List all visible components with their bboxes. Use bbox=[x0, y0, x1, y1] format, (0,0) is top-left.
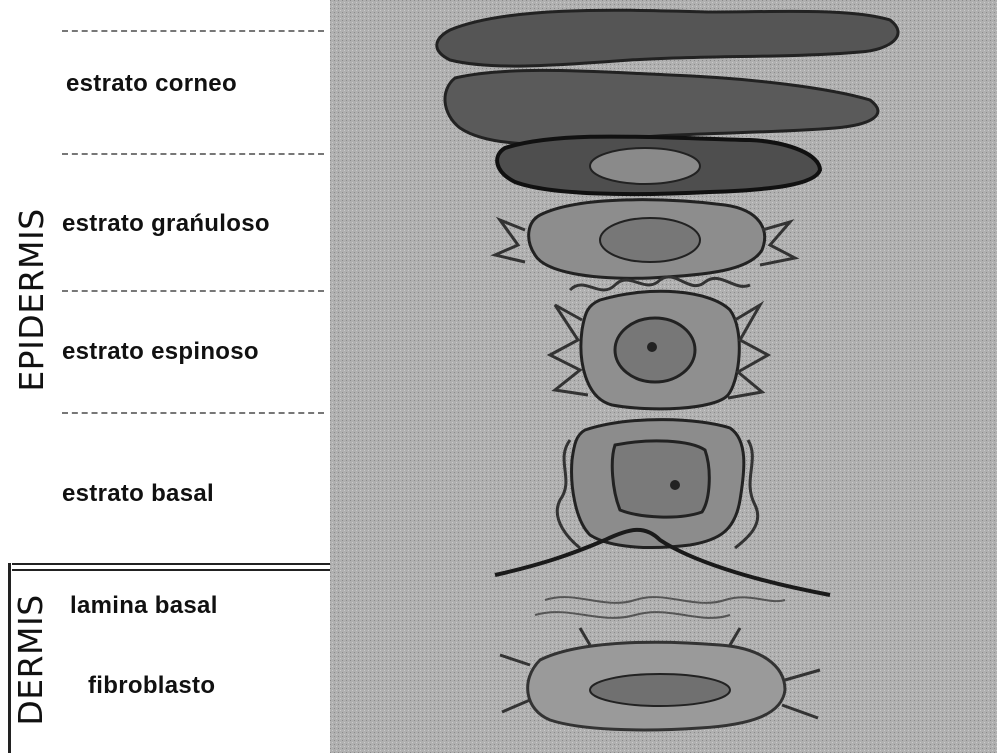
espinoso-nucleolus bbox=[647, 342, 657, 352]
separator-top bbox=[62, 30, 324, 32]
label-dermis: DERMIS bbox=[11, 585, 51, 735]
skin-illustration bbox=[330, 0, 997, 753]
separator-granuloso-espinoso bbox=[62, 290, 324, 292]
label-fibroblasto: fibroblasto bbox=[88, 672, 215, 700]
label-estrato-granuloso: estrato grańuloso bbox=[62, 210, 270, 238]
fibroblast-nucleus bbox=[590, 674, 730, 706]
skin-layers-drawing bbox=[330, 0, 997, 753]
basal-nucleus bbox=[612, 441, 709, 517]
separator-espinoso-basal bbox=[62, 412, 324, 414]
dermis-boundary-line-2 bbox=[12, 569, 330, 571]
label-estrato-basal: estrato basal bbox=[62, 480, 214, 508]
label-estrato-espinoso: estrato espinoso bbox=[62, 338, 259, 366]
label-epidermis: EPIDERMIS bbox=[12, 205, 52, 395]
separator-corneo-granuloso bbox=[62, 153, 324, 155]
basal-nucleolus bbox=[670, 480, 680, 490]
corneo-nucleus bbox=[590, 148, 700, 184]
labels-panel: estrato corneo estrato grańuloso estrato… bbox=[0, 0, 330, 753]
label-estrato-corneo: estrato corneo bbox=[66, 70, 237, 98]
dermis-boundary-line-1 bbox=[12, 563, 330, 565]
label-lamina-basal: lamina basal bbox=[70, 592, 218, 620]
granuloso-nucleus bbox=[600, 218, 700, 262]
